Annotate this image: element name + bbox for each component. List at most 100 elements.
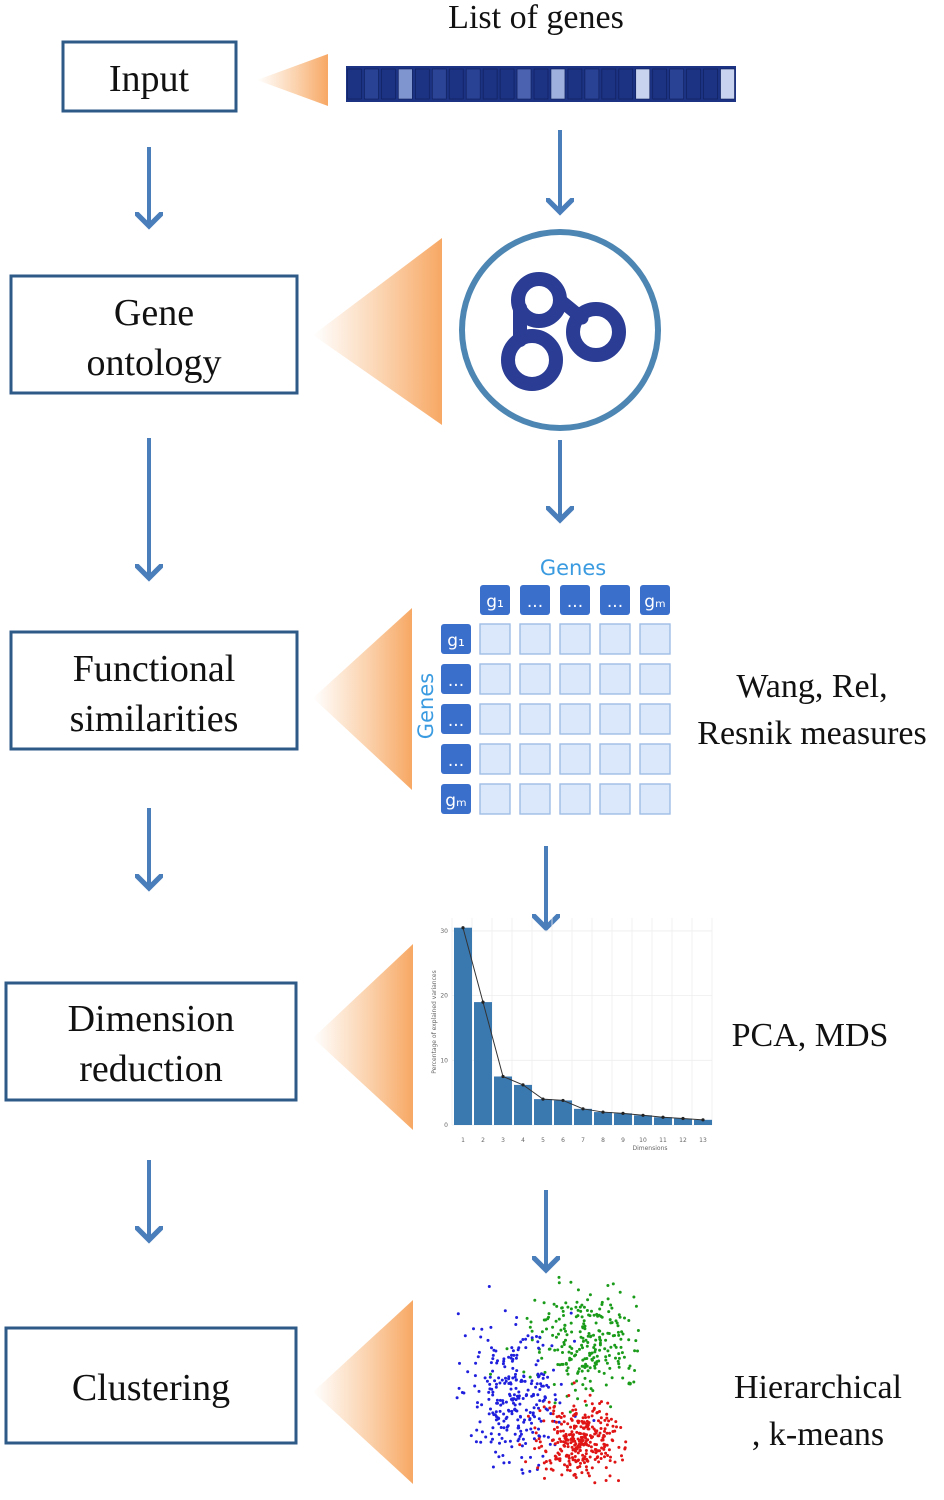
cluster-point <box>491 1390 495 1394</box>
scree-bar <box>614 1113 632 1125</box>
cluster-point <box>558 1459 562 1463</box>
cluster-point <box>526 1414 530 1418</box>
cluster-point <box>590 1414 594 1418</box>
matrix-cell <box>519 743 551 775</box>
cluster-point <box>561 1351 564 1354</box>
scree-xtick-label: 1 <box>461 1137 465 1144</box>
gene-cell <box>669 68 684 100</box>
cluster-point <box>609 1321 613 1325</box>
gene-cell <box>482 68 498 100</box>
cluster-point <box>537 1437 541 1441</box>
cluster-point <box>524 1337 528 1341</box>
cluster-point <box>560 1411 564 1415</box>
cluster-point <box>491 1369 495 1373</box>
cluster-point <box>623 1446 627 1450</box>
cluster-point <box>564 1436 568 1440</box>
cluster-point <box>494 1415 498 1418</box>
scree-xtick-label: 5 <box>541 1137 545 1144</box>
cluster-point <box>603 1347 607 1351</box>
cluster-point <box>521 1338 525 1341</box>
matrix-header-tile <box>441 664 471 694</box>
cluster-point <box>537 1463 541 1467</box>
cluster-point <box>521 1397 525 1400</box>
cluster-point <box>599 1457 603 1460</box>
cluster-point <box>583 1421 587 1425</box>
cluster-point <box>554 1319 558 1323</box>
cluster-point <box>537 1346 541 1350</box>
go-logo-g-bottom <box>501 329 563 391</box>
cluster-point <box>524 1408 528 1412</box>
cluster-point <box>576 1371 580 1375</box>
cluster-point <box>544 1460 548 1463</box>
cluster-point <box>479 1440 483 1444</box>
cluster-point <box>580 1471 584 1475</box>
cluster-point <box>507 1355 511 1359</box>
cluster-point <box>609 1405 613 1409</box>
scree-point <box>521 1083 525 1087</box>
cluster-point <box>560 1345 564 1349</box>
cluster-point <box>483 1376 487 1380</box>
cluster-point <box>477 1389 481 1393</box>
cluster-point <box>621 1332 625 1336</box>
cluster-point <box>537 1350 541 1354</box>
scree-xtick-label: 4 <box>521 1137 525 1144</box>
cluster-point <box>603 1427 607 1431</box>
cluster-point <box>556 1441 560 1444</box>
matrix-header-row: g₁ <box>441 624 471 654</box>
cluster-point <box>579 1335 583 1339</box>
gene-cell <box>516 68 532 100</box>
scree-plot: Percentage of explained variances Dimens… <box>431 918 713 1152</box>
cluster-point <box>542 1405 546 1409</box>
cluster-point <box>473 1384 477 1388</box>
cluster-point <box>606 1401 610 1405</box>
scree-point <box>541 1097 545 1101</box>
gene-cell <box>381 68 396 100</box>
cluster-point <box>579 1425 583 1429</box>
cluster-point <box>457 1386 461 1390</box>
cluster-point <box>565 1369 569 1373</box>
matrix-header-row: gₘ <box>441 784 471 814</box>
cluster-point <box>570 1430 574 1434</box>
step-input: Input <box>61 40 238 113</box>
gene-cell <box>703 68 718 100</box>
cluster-point <box>563 1323 567 1327</box>
cluster-point <box>592 1346 596 1349</box>
cluster-point <box>627 1338 631 1342</box>
cluster-point <box>560 1473 564 1477</box>
cluster-point <box>541 1454 545 1458</box>
cluster-point <box>558 1447 562 1451</box>
cluster-point <box>598 1402 602 1405</box>
cluster-point <box>536 1466 540 1470</box>
cluster-point <box>514 1386 518 1390</box>
cluster-point <box>572 1414 575 1418</box>
cluster-point <box>475 1405 479 1409</box>
cluster-point <box>493 1379 497 1383</box>
right-flow-arrows <box>546 130 560 1270</box>
cluster-point <box>627 1382 631 1386</box>
cluster-point <box>538 1399 542 1403</box>
cluster-point <box>529 1320 533 1324</box>
cluster-point <box>613 1429 617 1433</box>
cluster-point <box>494 1410 498 1414</box>
cluster-point <box>538 1335 542 1339</box>
cluster-point <box>543 1476 546 1480</box>
cluster-point <box>583 1399 587 1403</box>
cluster-point <box>581 1326 585 1330</box>
cluster-point <box>584 1449 588 1452</box>
gene-cell <box>533 68 549 100</box>
matrix-cell <box>599 783 631 815</box>
cluster-point <box>475 1428 479 1432</box>
matrix-header-row: ... <box>441 744 471 774</box>
cluster-point <box>566 1445 570 1449</box>
cluster-point <box>605 1416 609 1420</box>
cluster-point <box>542 1301 546 1305</box>
matrix-header-tile <box>441 704 471 734</box>
cluster-point <box>573 1388 577 1392</box>
matrix-cell <box>639 703 671 735</box>
go-logo-o <box>566 302 626 362</box>
cluster-point <box>601 1332 605 1336</box>
cluster-point <box>498 1381 502 1385</box>
cluster-point <box>501 1454 505 1457</box>
cluster-point <box>595 1354 599 1358</box>
cluster-point <box>520 1444 524 1448</box>
